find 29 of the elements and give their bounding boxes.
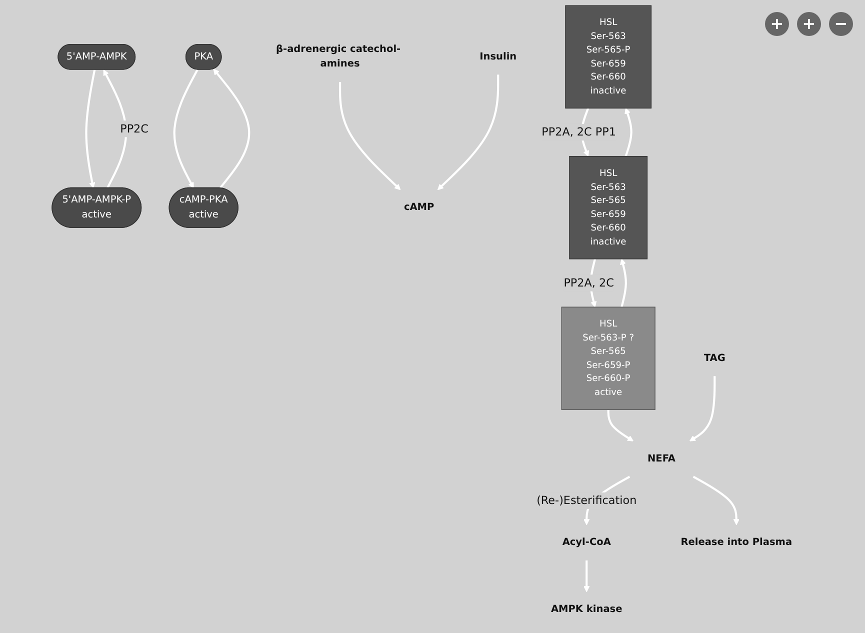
node-text: Acyl-CoA	[562, 536, 611, 548]
edge-label: PP2A, 2C	[564, 276, 614, 290]
node-text: cAMP	[404, 202, 434, 213]
arrow	[620, 258, 627, 308]
arrow	[338, 82, 401, 190]
node-text: Insulin	[480, 50, 517, 62]
node-text: TAG	[704, 352, 726, 364]
arrow	[624, 108, 632, 157]
edge-label: PP2A, 2C PP1	[542, 125, 616, 139]
edge-label: (Re-)Esterification	[536, 494, 637, 508]
node-box: HSL Ser-563 Ser-565 Ser-659 Ser-660 inactive	[569, 156, 648, 260]
arrow	[584, 560, 590, 592]
arrow	[173, 69, 198, 188]
arrow	[607, 410, 634, 442]
sign-badge: +	[765, 12, 789, 36]
edge-label: PP2C	[120, 122, 148, 136]
arrow	[85, 70, 96, 188]
arrow	[213, 68, 250, 189]
arrow	[692, 476, 740, 526]
node-text: Release into Plasma	[680, 536, 792, 548]
arrow	[437, 74, 500, 190]
node-box: HSL Ser-563-P ? Ser-565 Ser-659-P Ser-660-P active	[561, 306, 656, 410]
arrow	[689, 376, 716, 442]
node-text: NEFA	[648, 452, 676, 464]
node-text: AMPK kinase	[550, 604, 622, 615]
sign-badge: +	[797, 12, 821, 36]
node-box: HSL Ser-563 Ser-565-P Ser-659 Ser-660 inactive	[565, 5, 652, 109]
node-text: β-adrenergic catechol- amines	[276, 44, 401, 70]
sign-badge: −	[829, 12, 853, 36]
